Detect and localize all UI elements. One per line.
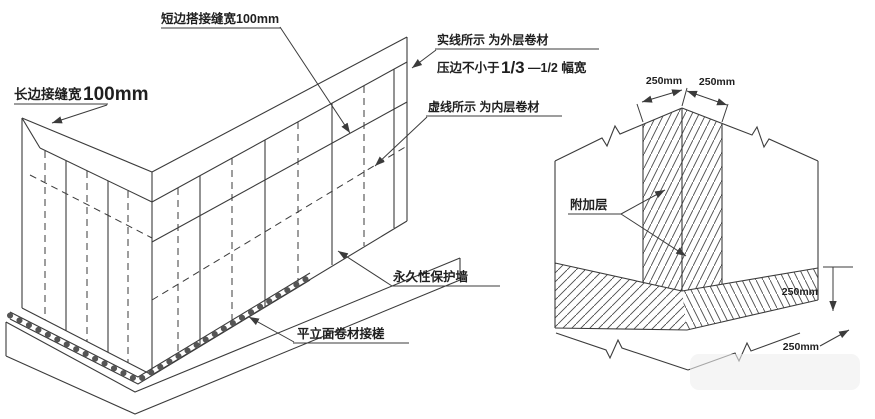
label-additional-layer: 附加层 <box>570 197 608 212</box>
label-protective-wall: 永久性保护墙 <box>392 269 469 284</box>
right-diagram-corner: 250mm 250mm 250mm 250mm 附加层 <box>554 75 860 390</box>
additional-layer-wall-right <box>682 108 722 291</box>
label-outer-layer: 实线所示 为外层卷材 <box>437 32 548 47</box>
surface-joint-band <box>7 272 313 385</box>
short-edge-seam-line <box>151 101 408 243</box>
label-long-edge-value: 100mm <box>83 84 149 105</box>
protective-wall-plinth <box>5 257 461 415</box>
dim-side-lower: 250mm <box>783 341 819 353</box>
label-short-edge-seam: 短边搭接缝宽100mm <box>161 11 279 26</box>
dim-side-upper: 250mm <box>782 286 818 298</box>
top-dimension: 250mm 250mm <box>636 75 735 123</box>
label-overlap-suffix: —1/2 幅宽 <box>528 60 587 75</box>
additional-layer-wall-left <box>643 108 682 291</box>
left-diagram-leaders <box>14 26 599 344</box>
left-diagram-wall: 短边搭接缝宽100mm 长边接缝宽 100mm 实线所示 为外层卷材 压边不小于… <box>5 11 599 415</box>
watermark <box>690 354 860 390</box>
side-dimension: 250mm 250mm <box>782 266 853 353</box>
additional-layer-floor-right <box>682 268 818 330</box>
label-long-edge-seam: 长边接缝宽 <box>14 86 82 102</box>
label-surface-joint: 平立面卷材接槎 <box>297 326 385 341</box>
additional-layer-floor-left <box>555 263 687 330</box>
label-overlap-prefix: 压边不小于 <box>437 60 500 75</box>
left-face-strips <box>29 151 153 363</box>
label-inner-layer: 虚线所示 为内层卷材 <box>428 99 539 114</box>
label-overlap-fraction: 1/3 <box>501 58 525 77</box>
corner-wall-edges <box>554 107 819 328</box>
wall-top-band-left-end <box>21 117 41 149</box>
additional-layer-callout: 附加层 <box>568 189 687 257</box>
inner-layer-seam-line <box>151 145 408 301</box>
dim-top-right: 250mm <box>699 76 735 88</box>
right-face-strips <box>151 69 408 358</box>
dim-top-left: 250mm <box>646 75 682 87</box>
